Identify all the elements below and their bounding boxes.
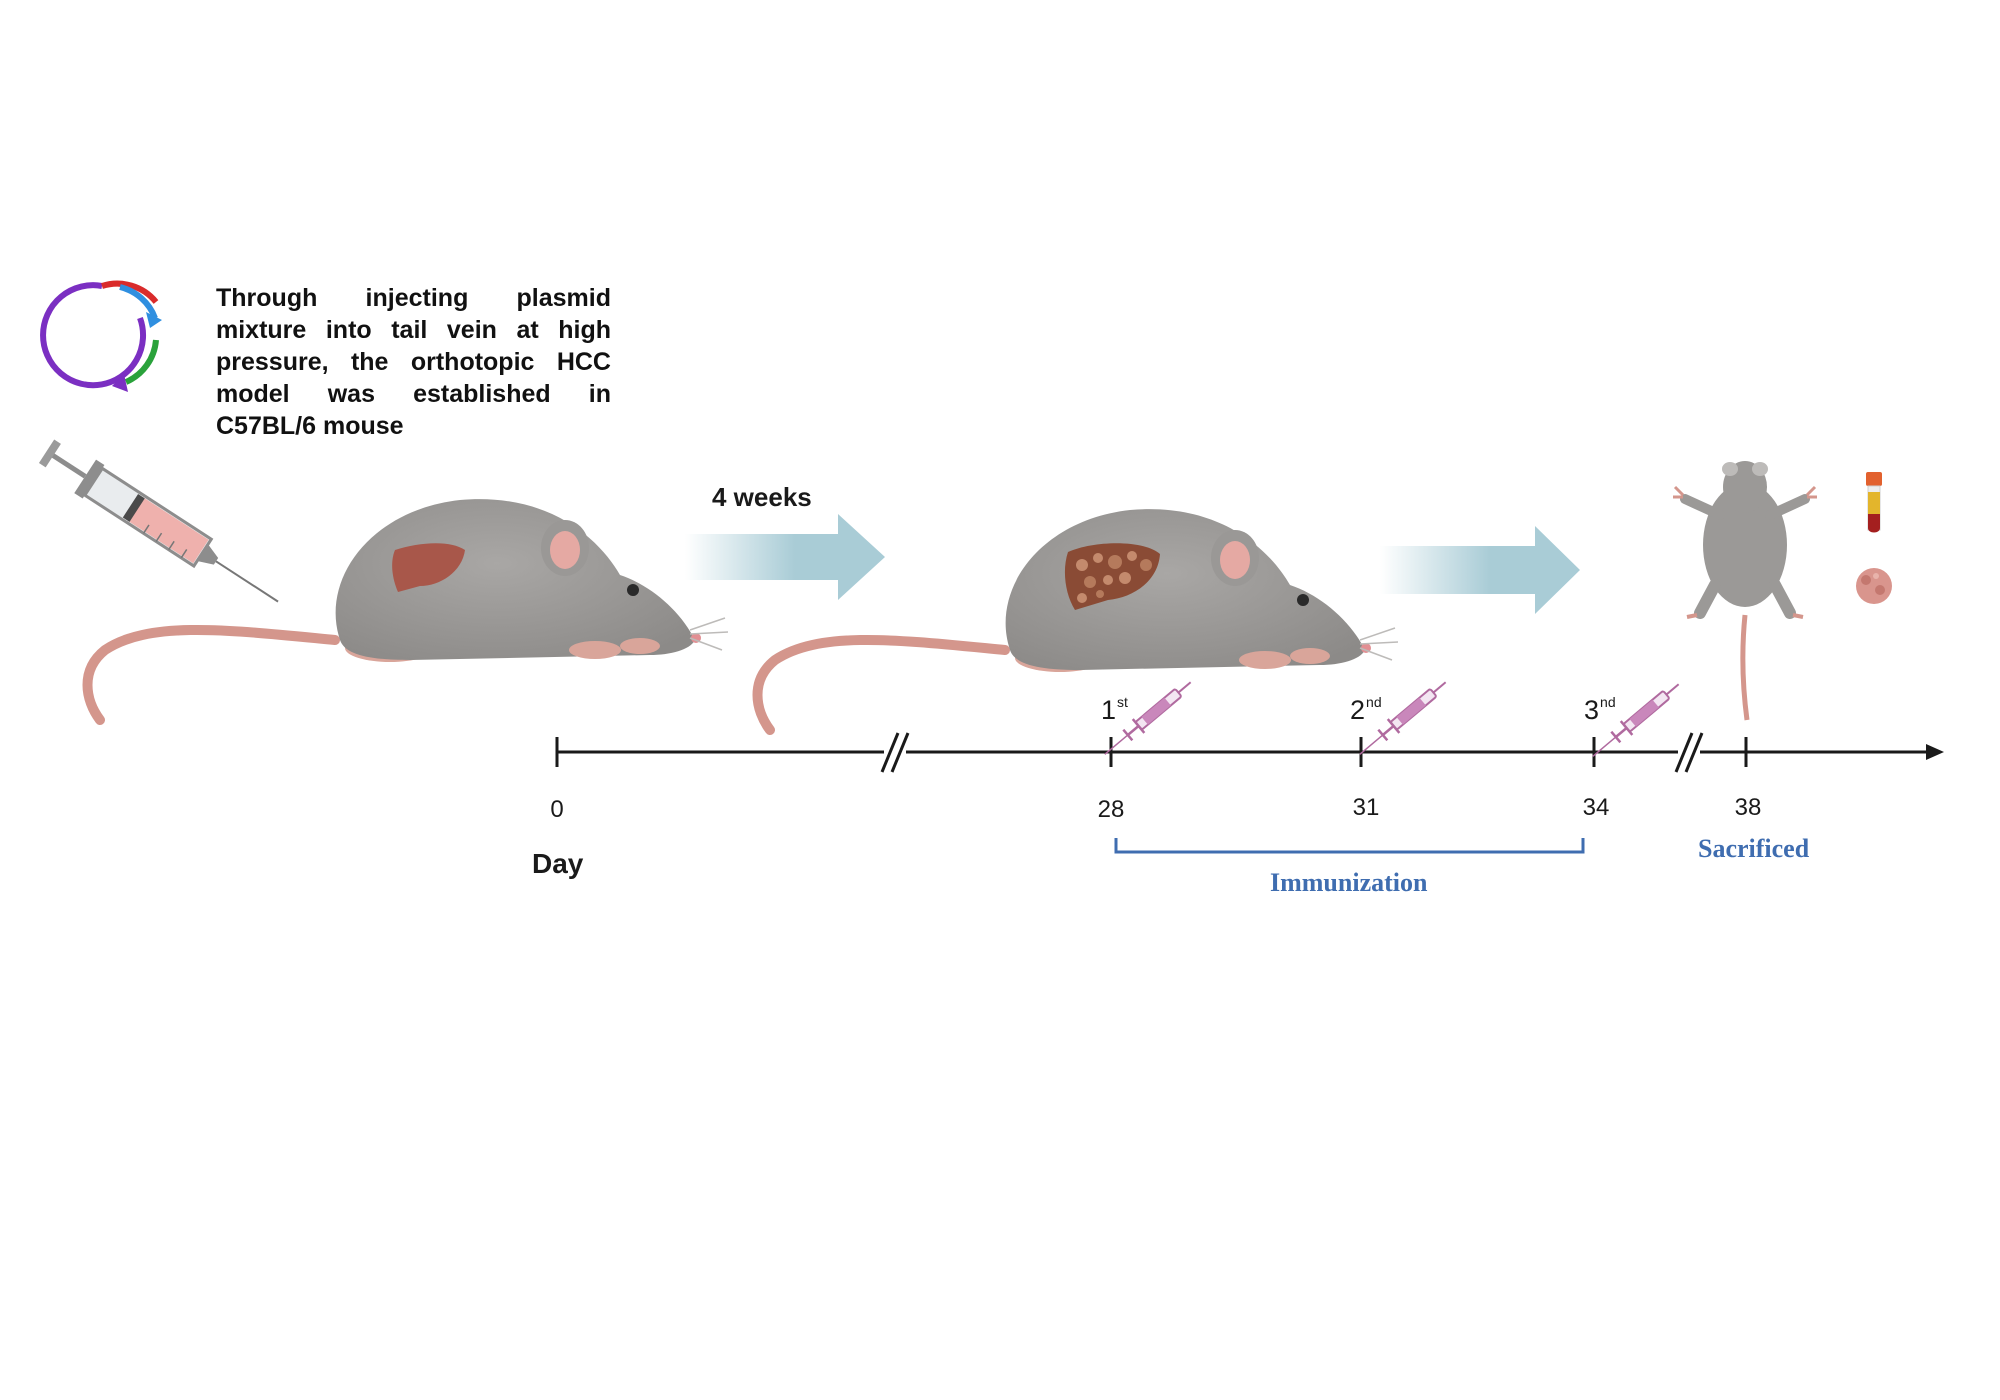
tick-label-34: 34 (1582, 794, 1610, 821)
tick-label-28: 28 (1097, 796, 1125, 823)
dissected-mouse-icon (1673, 461, 1817, 721)
dose-3-label: 3nd (1584, 694, 1616, 725)
syringe-icon (38, 439, 279, 603)
plasmid-icon (40, 280, 162, 392)
liver-icon (392, 543, 465, 592)
tick-label-38: 38 (1734, 794, 1762, 821)
mouse-icon (758, 509, 1399, 730)
interval-label: 4 weeks (712, 482, 812, 512)
dose-1-label: 1st (1101, 694, 1128, 725)
process-arrow-icon (1380, 526, 1580, 614)
sacrificed-label: Sacrificed (1698, 834, 1810, 863)
tick-label-0: 0 (550, 796, 564, 823)
tick-label-31: 31 (1352, 794, 1380, 821)
model-description: Through injecting plasmid mixture into t… (216, 284, 611, 440)
tumor-liver-icon (1064, 543, 1160, 610)
axis-break (1674, 732, 1704, 773)
timeline-axis (555, 732, 1944, 773)
mouse-icon (88, 499, 729, 720)
tumor-tissue-icon (1856, 568, 1892, 604)
dose-2-label: 2nd (1350, 694, 1382, 725)
axis-break (880, 732, 910, 773)
immunization-bracket (1114, 838, 1585, 854)
blood-tube-icon (1866, 472, 1882, 533)
axis-label-day: Day (532, 848, 584, 879)
immunization-label: Immunization (1270, 868, 1428, 897)
process-arrow-icon (685, 514, 885, 600)
